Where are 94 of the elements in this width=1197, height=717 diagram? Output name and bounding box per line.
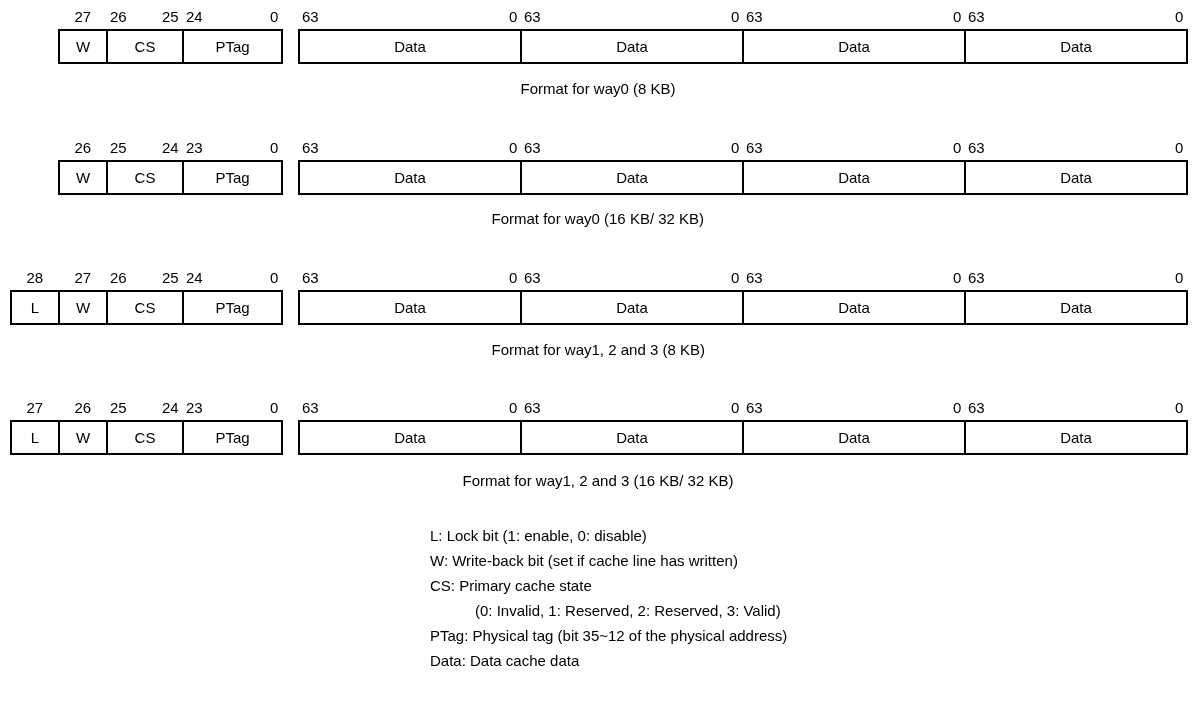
bit-number: 0: [1175, 8, 1184, 26]
bit-number: 25: [110, 139, 127, 157]
bit-number: 25: [162, 8, 179, 26]
bit-field: W: [58, 420, 108, 455]
bit-number: 0: [270, 269, 279, 287]
bit-number: 26: [110, 269, 127, 287]
bit-number: 0: [953, 139, 962, 157]
bit-number: 0: [270, 139, 279, 157]
bit-number: 23: [186, 399, 203, 417]
bit-number: 25: [162, 269, 179, 287]
bit-number: 63: [302, 269, 319, 287]
bit-field: CS: [106, 290, 184, 325]
bit-number: 0: [731, 8, 740, 26]
bit-number: 63: [746, 399, 763, 417]
bit-field: CS: [106, 29, 184, 64]
bit-field: PTag: [182, 420, 283, 455]
bit-number: 63: [968, 8, 985, 26]
bit-field: PTag: [182, 290, 283, 325]
data-field: Data: [298, 29, 522, 64]
bit-number: 0: [953, 269, 962, 287]
bit-number: 24: [186, 269, 203, 287]
bit-field: W: [58, 29, 108, 64]
bit-number: 63: [302, 8, 319, 26]
bit-number: 0: [731, 139, 740, 157]
bit-number: 24: [186, 8, 203, 26]
bit-number: 24: [162, 139, 179, 157]
bit-number: 63: [968, 399, 985, 417]
data-field: Data: [964, 290, 1188, 325]
data-field: Data: [742, 29, 966, 64]
bit-number: 0: [509, 139, 518, 157]
bit-number: 63: [746, 8, 763, 26]
bit-number: 63: [746, 269, 763, 287]
bit-number: 0: [1175, 139, 1184, 157]
format-caption: Format for way0 (8 KB): [520, 80, 676, 98]
data-field: Data: [742, 290, 966, 325]
data-field: Data: [298, 290, 522, 325]
data-field: Data: [964, 29, 1188, 64]
bit-number: 27: [26, 399, 44, 417]
bit-number: 0: [953, 8, 962, 26]
bit-number: 0: [953, 399, 962, 417]
bit-number: 28: [26, 269, 44, 287]
bit-number: 26: [74, 399, 92, 417]
bit-number: 63: [524, 8, 541, 26]
bit-number: 27: [74, 269, 92, 287]
bit-number: 63: [968, 139, 985, 157]
bit-number: 25: [110, 399, 127, 417]
bit-field: PTag: [182, 160, 283, 195]
bit-number: 63: [302, 399, 319, 417]
data-field: Data: [964, 420, 1188, 455]
bit-number: 63: [968, 269, 985, 287]
bit-number: 23: [186, 139, 203, 157]
data-field: Data: [298, 420, 522, 455]
data-field: Data: [520, 420, 744, 455]
bit-number: 26: [74, 139, 92, 157]
bit-field: W: [58, 160, 108, 195]
legend-note: W: Write-back bit (set if cache line has written): [430, 552, 738, 570]
bit-number: 0: [1175, 399, 1184, 417]
bit-number: 0: [509, 8, 518, 26]
bit-field: PTag: [182, 29, 283, 64]
bit-number: 0: [270, 399, 279, 417]
data-field: Data: [520, 160, 744, 195]
bit-number: 63: [524, 269, 541, 287]
bit-number: 24: [162, 399, 179, 417]
bit-number: 63: [302, 139, 319, 157]
data-field: Data: [520, 29, 744, 64]
bit-number: 0: [731, 399, 740, 417]
bit-number: 63: [524, 399, 541, 417]
bit-number: 0: [731, 269, 740, 287]
bit-number: 26: [110, 8, 127, 26]
bit-field: L: [10, 420, 60, 455]
bit-number: 0: [509, 399, 518, 417]
bit-number: 0: [509, 269, 518, 287]
data-field: Data: [964, 160, 1188, 195]
legend-note: PTag: Physical tag (bit 35~12 of the physical address): [430, 627, 788, 645]
bit-number: 63: [746, 139, 763, 157]
legend-note: Data: Data cache data: [430, 652, 580, 670]
bit-number: 0: [1175, 269, 1184, 287]
data-field: Data: [298, 160, 522, 195]
bit-field: CS: [106, 420, 184, 455]
bit-field: CS: [106, 160, 184, 195]
legend-note: (0: Invalid, 1: Reserved, 2: Reserved, 3: Valid): [475, 602, 781, 620]
data-field: Data: [742, 160, 966, 195]
bit-number: 0: [270, 8, 279, 26]
legend-note: CS: Primary cache state: [430, 577, 592, 595]
data-field: Data: [742, 420, 966, 455]
bit-field: W: [58, 290, 108, 325]
bit-number: 27: [74, 8, 92, 26]
bit-field: L: [10, 290, 60, 325]
format-caption: Format for way1, 2 and 3 (16 KB/ 32 KB): [462, 472, 734, 490]
format-caption: Format for way0 (16 KB/ 32 KB): [491, 210, 705, 228]
bit-number: 63: [524, 139, 541, 157]
format-caption: Format for way1, 2 and 3 (8 KB): [491, 341, 705, 359]
legend-note: L: Lock bit (1: enable, 0: disable): [430, 527, 647, 545]
data-field: Data: [520, 290, 744, 325]
